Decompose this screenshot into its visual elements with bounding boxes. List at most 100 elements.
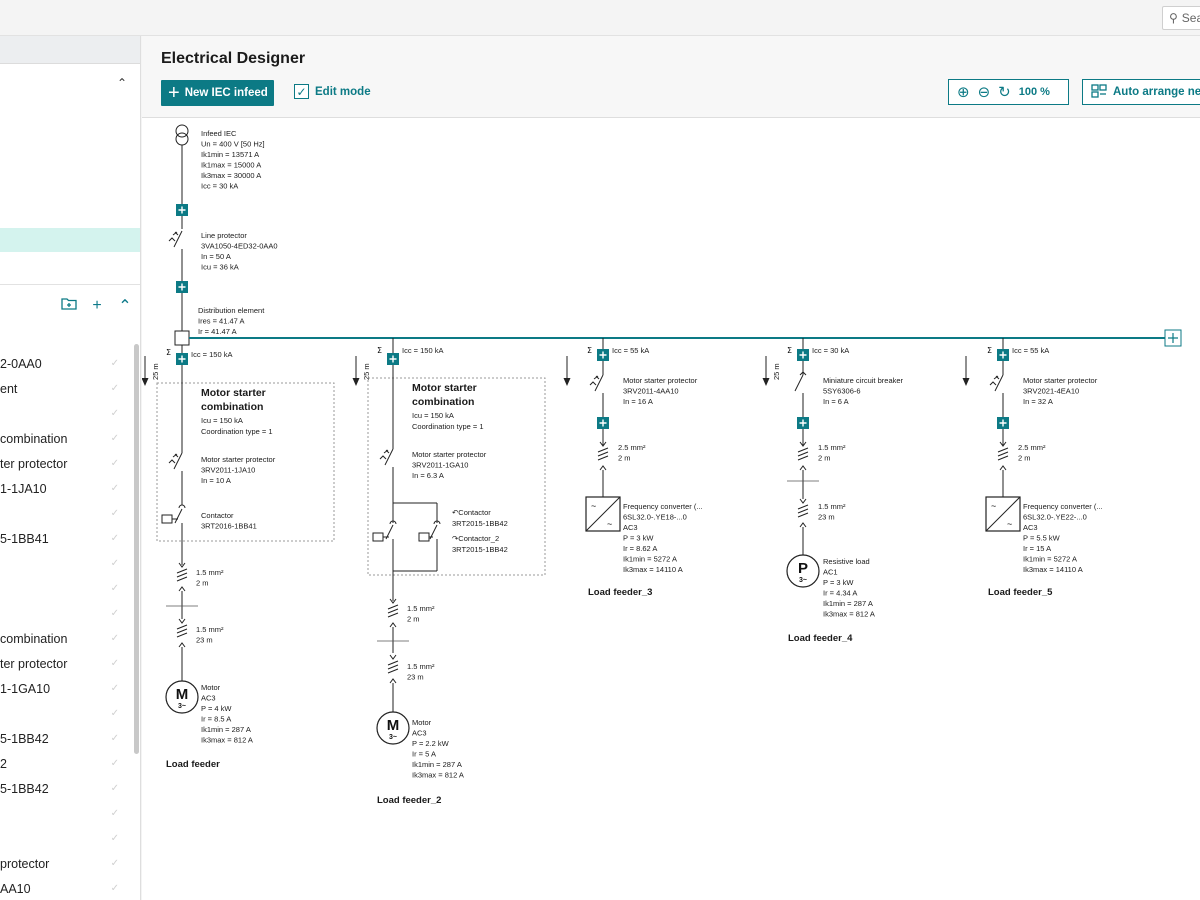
tree-item[interactable]: combination✓ xyxy=(0,626,133,651)
collapse-up-icon[interactable]: ⌃ xyxy=(117,76,128,90)
length-arrow-head xyxy=(563,378,571,386)
collapse-all-icon[interactable]: ⌃ xyxy=(118,298,132,315)
line-protector-label: 3VA1050-4ED32-0AA0 xyxy=(201,242,278,251)
tree-item[interactable]: ✓ xyxy=(0,401,133,426)
tree-item[interactable]: ✓ xyxy=(0,501,133,526)
cable-label: 2 m xyxy=(618,454,631,463)
tree-item[interactable]: ✓ xyxy=(0,551,133,576)
chevron-icon: ✓ xyxy=(110,608,119,619)
sidebar-header xyxy=(0,36,140,64)
new-iec-infeed-button[interactable]: + New IEC infeed xyxy=(161,80,274,106)
miniature-circuit-breaker-symbol xyxy=(794,374,804,392)
feeder-icc: Icc = 55 kA xyxy=(612,346,649,355)
msc-title: Motor starter xyxy=(201,387,266,399)
edit-mode-toggle[interactable]: ✓ Edit mode xyxy=(294,84,371,99)
reset-zoom-icon[interactable]: ↻ xyxy=(998,84,1011,101)
resistive-load-label: P = 3 kW xyxy=(823,578,854,587)
plus-icon xyxy=(999,419,1007,427)
zoom-level: 100 % xyxy=(1018,86,1050,98)
vfd-diagonal xyxy=(985,496,1021,532)
tree-item[interactable]: ter protector✓ xyxy=(0,651,133,676)
cable-symbol xyxy=(176,568,188,582)
sidebar-scrollbar[interactable] xyxy=(134,344,139,754)
contactor-label: 3RT2016-1BB41 xyxy=(201,522,257,531)
tree-item[interactable]: ✓ xyxy=(0,826,133,851)
feeder-length: 25 m xyxy=(772,363,781,380)
tree-item-label: AA10 xyxy=(0,881,31,896)
vfd-label: P = 5.5 kW xyxy=(1023,534,1061,543)
contactor-arc xyxy=(389,520,397,525)
msp-label: 3RV2011-1GA10 xyxy=(412,461,468,470)
thermal-mark xyxy=(379,455,387,460)
vfd-label: Ir = 8.62 A xyxy=(623,544,657,553)
vfd-label: Frequency converter (... xyxy=(623,502,703,511)
tree-item[interactable]: ter protector✓ xyxy=(0,451,133,476)
cable-symbol xyxy=(387,604,399,618)
tree-item-label: 2 xyxy=(0,756,7,771)
motor-starter-combination-box[interactable] xyxy=(367,377,546,576)
vfd-ac-out: ~ xyxy=(1007,519,1012,529)
tree-item[interactable]: 2✓ xyxy=(0,751,133,776)
tree-item[interactable]: ✓ xyxy=(0,801,133,826)
tree-item-label: 5-1BB42 xyxy=(0,731,49,746)
tree-item[interactable]: ✓ xyxy=(0,701,133,726)
cable-label: 1.5 mm² xyxy=(818,443,846,452)
msc-coordination: Coordination type = 1 xyxy=(412,422,484,431)
tree-item[interactable]: 1-1GA10✓ xyxy=(0,676,133,701)
tree-item[interactable]: ✓ xyxy=(0,601,133,626)
sidebar: ⌃ + ⌃ 2-0AA0✓ent✓✓ combination✓ter prote… xyxy=(0,36,141,900)
msp-label: Motor starter protector xyxy=(623,376,698,385)
cable-arrow xyxy=(178,586,186,592)
plus-icon xyxy=(178,206,186,214)
msc-title: combination xyxy=(201,401,263,413)
chevron-icon: ✓ xyxy=(110,358,119,369)
motor-letter: P xyxy=(798,560,808,577)
zoom-in-icon[interactable]: ⊕ xyxy=(957,84,970,101)
add-icon[interactable]: + xyxy=(92,297,102,314)
cable-arrow xyxy=(389,654,397,660)
tree-item[interactable]: 2-0AA0✓ xyxy=(0,351,133,376)
checkbox-checked-icon[interactable]: ✓ xyxy=(294,84,309,99)
tree-item[interactable]: protector✓ xyxy=(0,851,133,876)
tree-item[interactable]: combination✓ xyxy=(0,426,133,451)
motor-phase: 3~ xyxy=(178,703,186,710)
motor-starter-combination-box[interactable] xyxy=(156,382,335,542)
plus-icon xyxy=(178,355,186,363)
cable-symbol xyxy=(387,660,399,674)
vfd-label: Ik3max = 14110 A xyxy=(623,565,683,574)
contactor-arc xyxy=(433,520,441,525)
vfd-label: Ik3max = 14110 A xyxy=(1023,565,1083,574)
sidebar-selected-item[interactable] xyxy=(0,228,140,252)
zoom-out-icon[interactable]: ⊖ xyxy=(977,84,991,101)
chevron-icon: ✓ xyxy=(110,658,119,669)
tree-item[interactable]: 5-1BB42✓ xyxy=(0,726,133,751)
cable-label: 23 m xyxy=(196,636,213,645)
tree-item-label: 5-1BB42 xyxy=(0,781,49,796)
distribution-element[interactable] xyxy=(174,330,190,346)
mcb-label: Miniature circuit breaker xyxy=(823,376,904,385)
trip-mark xyxy=(593,375,600,380)
tree-item[interactable]: 1-1JA10✓ xyxy=(0,476,133,501)
tree-item[interactable]: ✓ xyxy=(0,576,133,601)
add-folder-icon[interactable] xyxy=(60,297,78,315)
global-search-box[interactable]: ⚲ Sea xyxy=(1162,6,1200,30)
chevron-icon: ✓ xyxy=(110,633,119,644)
resistive-load-label: Ik3max = 812 A xyxy=(823,610,875,619)
tree-item[interactable]: ent✓ xyxy=(0,376,133,401)
tree-item[interactable]: 5-1BB42✓ xyxy=(0,776,133,801)
cable-arrow xyxy=(178,618,186,624)
chevron-icon: ✓ xyxy=(110,708,119,719)
tree-item[interactable]: 5-1BB41✓ xyxy=(0,526,133,551)
contactor-contact xyxy=(385,524,394,540)
tree-item-label: protector xyxy=(0,856,50,871)
auto-arrange-button[interactable]: Auto arrange netw xyxy=(1082,79,1200,105)
chevron-icon: ✓ xyxy=(110,558,119,569)
infeed-label: Un = 400 V [50 Hz] xyxy=(201,140,265,149)
motor-label: AC3 xyxy=(201,694,216,703)
distribution-label: Ir = 41.47 A xyxy=(198,327,237,336)
tree-item[interactable]: AA10✓ xyxy=(0,876,133,900)
tree-item-label: 1-1JA10 xyxy=(0,481,47,496)
sigma-symbol: Σ xyxy=(987,346,992,355)
